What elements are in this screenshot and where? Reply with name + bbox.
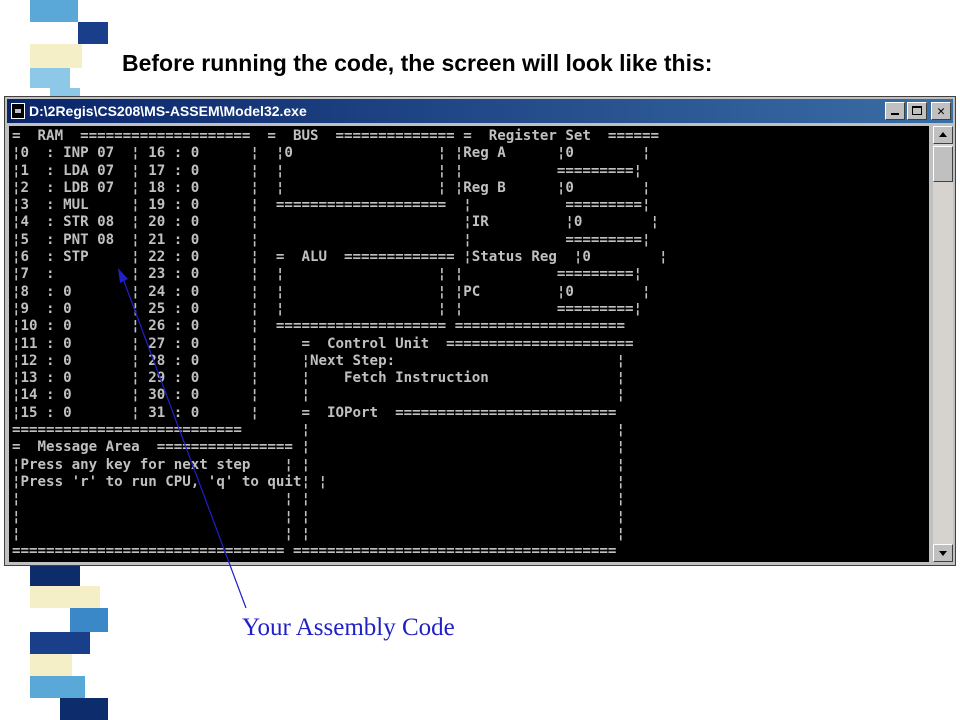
console-line: ¦13 : 0 ¦ 29 : 0 ¦ ¦ Fetch Instruction ¦ — [12, 370, 625, 387]
scroll-down-button[interactable] — [933, 544, 953, 562]
arrow-up-icon — [939, 132, 947, 137]
stripe-block — [30, 566, 80, 586]
console-line: ¦Press any key for next step ¦ ¦ ¦ — [12, 456, 625, 473]
stripe-block — [30, 676, 85, 698]
stripe-block — [60, 698, 108, 720]
arrow-down-icon — [939, 551, 947, 556]
stripe-block — [30, 0, 78, 22]
title-bar[interactable]: D:\2Regis\CS208\MS-ASSEM\Model32.exe ✕ — [7, 99, 953, 123]
console-output[interactable]: = RAM ==================== = BUS =======… — [9, 126, 929, 562]
console-text: = RAM ==================== = BUS =======… — [9, 126, 929, 560]
console-line: ¦8 : 0 ¦ 24 : 0 ¦ ¦ ¦ ¦PC ¦0 ¦ — [12, 283, 651, 300]
console-line: ¦3 : MUL ¦ 19 : 0 ¦ ====================… — [12, 197, 651, 214]
scroll-up-button[interactable] — [933, 126, 953, 144]
window-title: D:\2Regis\CS208\MS-ASSEM\Model32.exe — [29, 103, 307, 119]
console-line: = RAM ==================== = BUS =======… — [12, 128, 660, 144]
console-line: ¦7 : ¦ 23 : 0 ¦ ¦ ¦ ¦ =========¦ — [12, 266, 642, 283]
stripe-block — [30, 654, 72, 676]
console-line: ¦1 : LDA 07 ¦ 17 : 0 ¦ ¦ ¦ ¦ =========¦ — [12, 162, 642, 179]
console-line: =========================== ¦ ¦ — [12, 422, 625, 439]
scroll-thumb[interactable] — [933, 146, 953, 182]
stripe-block — [70, 608, 108, 632]
stripe-block — [78, 22, 108, 44]
close-icon: ✕ — [937, 103, 945, 119]
slide-heading: Before running the code, the screen will… — [122, 50, 713, 76]
console-line: ¦Press 'r' to run CPU, 'q' to quit¦ ¦ ¦ — [12, 473, 625, 490]
console-line: ================================ =======… — [12, 543, 617, 560]
maximize-icon — [912, 106, 922, 115]
minimize-icon — [891, 113, 899, 115]
console-line: ¦ ¦ ¦ ¦ — [12, 525, 625, 542]
maximize-button[interactable] — [907, 102, 927, 120]
console-window[interactable]: D:\2Regis\CS208\MS-ASSEM\Model32.exe ✕ =… — [4, 96, 956, 566]
stripe-block — [30, 586, 100, 608]
stripe-block — [30, 68, 70, 88]
close-button[interactable]: ✕ — [931, 102, 951, 120]
stripe-block — [30, 44, 82, 68]
console-line: ¦14 : 0 ¦ 30 : 0 ¦ ¦ ¦ — [12, 387, 625, 404]
decorative-stripe — [30, 0, 110, 720]
console-line: = Message Area ================ ¦ ¦ — [12, 439, 625, 456]
console-line: ¦11 : 0 ¦ 27 : 0 ¦ = Control Unit ======… — [12, 335, 634, 352]
console-app-icon[interactable] — [11, 103, 25, 119]
console-line: ¦10 : 0 ¦ 26 : 0 ¦ ==================== … — [12, 318, 625, 335]
vertical-scrollbar[interactable] — [933, 126, 953, 562]
console-line: ¦0 : INP 07 ¦ 16 : 0 ¦ ¦0 ¦ ¦Reg A ¦0 ¦ — [12, 145, 651, 162]
console-line: ¦ ¦ ¦ ¦ — [12, 491, 625, 508]
console-line: ¦4 : STR 08 ¦ 20 : 0 ¦ ¦IR ¦0 ¦ — [12, 214, 660, 231]
console-line: ¦ ¦ ¦ ¦ — [12, 508, 625, 525]
annotation-caption: Your Assembly Code — [242, 614, 455, 641]
console-line: ¦9 : 0 ¦ 25 : 0 ¦ ¦ ¦ ¦ =========¦ — [12, 300, 642, 317]
console-line: ¦6 : STP ¦ 22 : 0 ¦ = ALU ============= … — [12, 249, 668, 266]
console-line: ¦5 : PNT 08 ¦ 21 : 0 ¦ ¦ =========¦ — [12, 231, 651, 248]
console-line: ¦2 : LDB 07 ¦ 18 : 0 ¦ ¦ ¦ ¦Reg B ¦0 ¦ — [12, 179, 651, 196]
window-controls: ✕ — [885, 102, 951, 120]
minimize-button[interactable] — [885, 102, 905, 120]
stripe-block — [50, 88, 80, 96]
console-line: ¦15 : 0 ¦ 31 : 0 ¦ = IOPort ============… — [12, 404, 617, 421]
console-line: ¦12 : 0 ¦ 28 : 0 ¦ ¦Next Step: ¦ — [12, 352, 625, 369]
stripe-block — [30, 632, 90, 654]
